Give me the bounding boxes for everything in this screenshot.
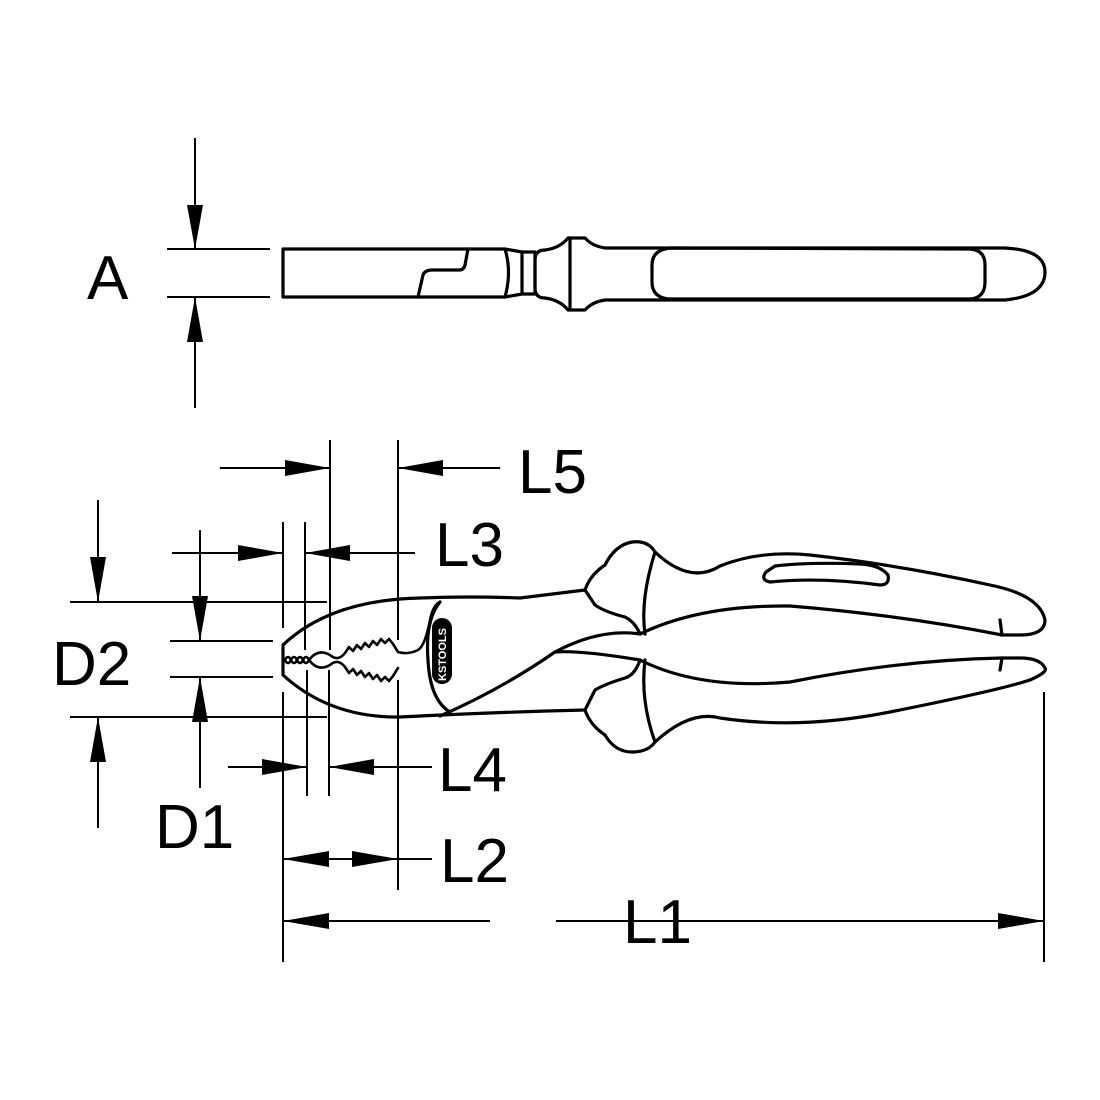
joint-outline	[425, 600, 452, 714]
upper-handle-tip-line	[998, 618, 1004, 637]
upper-handle-guard-line	[642, 550, 657, 636]
label-L5: L5	[518, 438, 587, 507]
lower-handle	[583, 656, 1047, 754]
brand-logo: KSTOOLS	[432, 618, 452, 684]
top-view: KSTOOLS	[281, 540, 1047, 754]
dimension-L3: L3	[172, 511, 504, 580]
side-handle-window	[650, 246, 987, 301]
dimension-D2: D2	[52, 500, 327, 828]
side-view	[281, 236, 1047, 312]
label-L1: L1	[623, 888, 692, 957]
lower-jaw-teeth	[283, 658, 400, 683]
upper-jaw-teeth	[283, 600, 442, 662]
brand-logo-text: KSTOOLS	[437, 628, 449, 681]
upper-handle-slot	[762, 561, 890, 587]
label-D2: D2	[52, 630, 131, 699]
extension-lines	[282, 440, 1045, 962]
side-jaw	[281, 247, 524, 299]
label-L2: L2	[440, 827, 509, 896]
lower-handle-tip-line	[998, 656, 1004, 672]
side-neck	[520, 250, 537, 296]
side-handle	[533, 236, 1047, 312]
side-joint-curve	[503, 247, 511, 299]
label-L4: L4	[438, 736, 507, 805]
label-L3: L3	[435, 511, 504, 580]
label-D1: D1	[155, 793, 234, 862]
label-A: A	[87, 244, 129, 313]
dimension-A: A	[87, 138, 270, 408]
upper-shank-line	[553, 631, 642, 654]
side-jaw-step	[416, 247, 470, 299]
lower-jaw-outline	[281, 658, 587, 719]
lower-shank-line	[438, 650, 642, 718]
upper-handle	[583, 540, 1047, 637]
dimension-L4: L4	[228, 736, 507, 805]
lower-handle-guard-line	[642, 658, 657, 744]
upper-jaw-outline	[281, 588, 587, 662]
dimension-L5: L5	[220, 438, 587, 507]
dimension-L1: L1	[283, 888, 1044, 957]
dimension-D1: D1	[155, 530, 273, 862]
dimension-L2: L2	[283, 827, 509, 896]
